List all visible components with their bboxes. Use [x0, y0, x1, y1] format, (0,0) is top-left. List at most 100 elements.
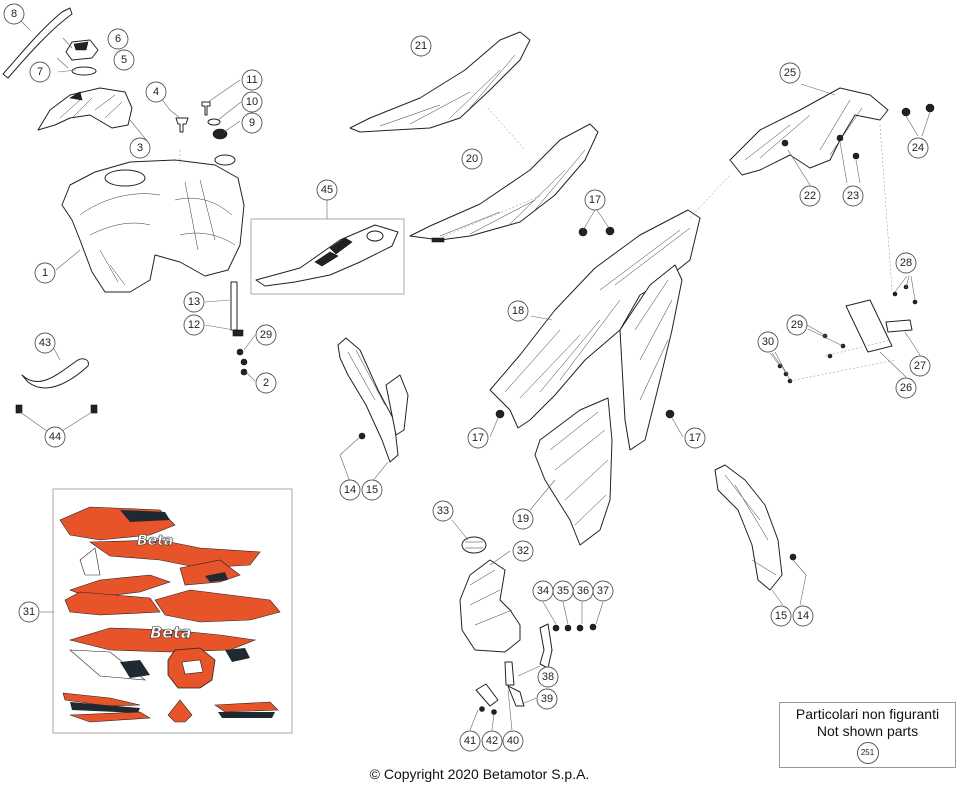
svg-text:30: 30 — [762, 336, 774, 348]
svg-text:41: 41 — [464, 735, 476, 747]
radiator-shroud-right — [619, 264, 683, 451]
svg-text:17: 17 — [472, 432, 484, 444]
copyright-notice: © Copyright 2020 Betamotor S.p.A. — [369, 766, 590, 782]
svg-text:24: 24 — [912, 142, 924, 154]
callout-9: 9 — [241, 112, 263, 134]
svg-text:17: 17 — [589, 194, 601, 206]
grommet-9 — [212, 128, 228, 140]
notice-line-english: Not shown parts — [816, 723, 919, 739]
svg-text:14: 14 — [797, 610, 809, 622]
inset-box-31 — [52, 488, 293, 734]
svg-text:23: 23 — [847, 190, 859, 202]
seat-21 — [349, 31, 531, 133]
fuel-tap-13 — [230, 281, 238, 331]
svg-text:33: 33 — [437, 505, 449, 517]
svg-text:21: 21 — [415, 40, 427, 52]
svg-text:19: 19 — [517, 513, 529, 525]
side-panel-19 — [534, 397, 613, 546]
callout-17-top: 17 — [584, 189, 606, 211]
callout-15-right: 15 — [770, 605, 792, 627]
callout-17-right: 17 — [684, 427, 706, 449]
svg-text:29: 29 — [260, 329, 272, 341]
callout-42: 42 — [481, 730, 503, 752]
svg-text:38: 38 — [542, 671, 554, 683]
callout-28: 28 — [895, 252, 917, 274]
bracket-38 — [539, 623, 553, 669]
callout-11: 11 — [241, 69, 263, 91]
callout-31: 31 — [18, 601, 40, 623]
rear-fender-25 — [729, 87, 889, 176]
callout-45: 45 — [316, 179, 338, 201]
svg-text:3: 3 — [137, 142, 143, 154]
svg-text:26: 26 — [900, 382, 912, 394]
callout-7: 7 — [29, 61, 51, 83]
not-shown-parts-box: Particolari non figuranti Not shown part… — [779, 702, 956, 768]
svg-text:35: 35 — [557, 585, 569, 597]
bolt-11 — [201, 101, 211, 116]
callout-3: 3 — [129, 137, 151, 159]
svg-text:42: 42 — [486, 735, 498, 747]
svg-text:45: 45 — [321, 184, 333, 196]
washer-10 — [207, 118, 221, 126]
callout-23: 23 — [842, 185, 864, 207]
plate-holder-26 — [845, 299, 893, 353]
tank-cover — [37, 87, 133, 131]
svg-text:29: 29 — [791, 319, 803, 331]
callout-14-right: 14 — [792, 605, 814, 627]
callout-5: 5 — [113, 49, 135, 71]
decal-brand-text-1: Beta — [137, 533, 173, 549]
callout-14-left: 14 — [339, 479, 361, 501]
seat-20 — [409, 123, 599, 241]
fuel-hose-43 — [21, 358, 89, 389]
bolt-4 — [175, 117, 189, 133]
svg-text:14: 14 — [344, 484, 356, 496]
fuel-cap — [65, 39, 99, 76]
notice-line-italian: Particolari non figuranti — [795, 706, 940, 722]
callout-8: 8 — [3, 3, 25, 25]
svg-text:8: 8 — [11, 8, 17, 20]
notice-callout-251: 251 — [856, 742, 879, 764]
callout-13: 13 — [183, 291, 205, 313]
callout-19: 19 — [512, 508, 534, 530]
svg-text:37: 37 — [597, 585, 609, 597]
reflector-27 — [885, 319, 913, 333]
callout-29-tank: 29 — [255, 324, 277, 346]
svg-text:2: 2 — [263, 377, 269, 389]
callout-10: 10 — [241, 91, 263, 113]
svg-text:11: 11 — [246, 74, 257, 86]
callout-30: 30 — [757, 331, 779, 353]
svg-text:36: 36 — [577, 585, 589, 597]
callout-25: 25 — [779, 62, 801, 84]
callout-6: 6 — [107, 28, 129, 50]
callout-44: 44 — [44, 426, 66, 448]
svg-text:34: 34 — [537, 585, 549, 597]
callout-39: 39 — [536, 688, 558, 710]
svg-text:9: 9 — [249, 117, 255, 129]
svg-text:31: 31 — [23, 606, 35, 618]
svg-text:12: 12 — [188, 319, 200, 331]
svg-text:39: 39 — [541, 693, 553, 705]
callout-36: 36 — [572, 580, 594, 602]
callout-40: 40 — [502, 730, 524, 752]
callout-2: 2 — [255, 372, 277, 394]
side-bracket-right — [714, 464, 783, 591]
fuel-tank — [61, 154, 245, 293]
callout-26: 26 — [895, 377, 917, 399]
airbox-32 — [459, 559, 521, 653]
svg-text:20: 20 — [466, 153, 478, 165]
svg-text:15: 15 — [366, 484, 378, 496]
svg-text:15: 15 — [775, 610, 787, 622]
svg-text:6: 6 — [115, 33, 121, 45]
callout-32: 32 — [512, 540, 534, 562]
svg-text:40: 40 — [507, 735, 519, 747]
leader-lines — [19, 20, 931, 731]
callout-12: 12 — [183, 314, 205, 336]
side-bracket-left — [337, 337, 399, 463]
svg-text:18: 18 — [512, 305, 524, 317]
callout-18: 18 — [507, 300, 529, 322]
svg-text:13: 13 — [188, 296, 200, 308]
svg-text:7: 7 — [37, 66, 43, 78]
svg-text:25: 25 — [784, 67, 796, 79]
svg-text:17: 17 — [689, 432, 701, 444]
